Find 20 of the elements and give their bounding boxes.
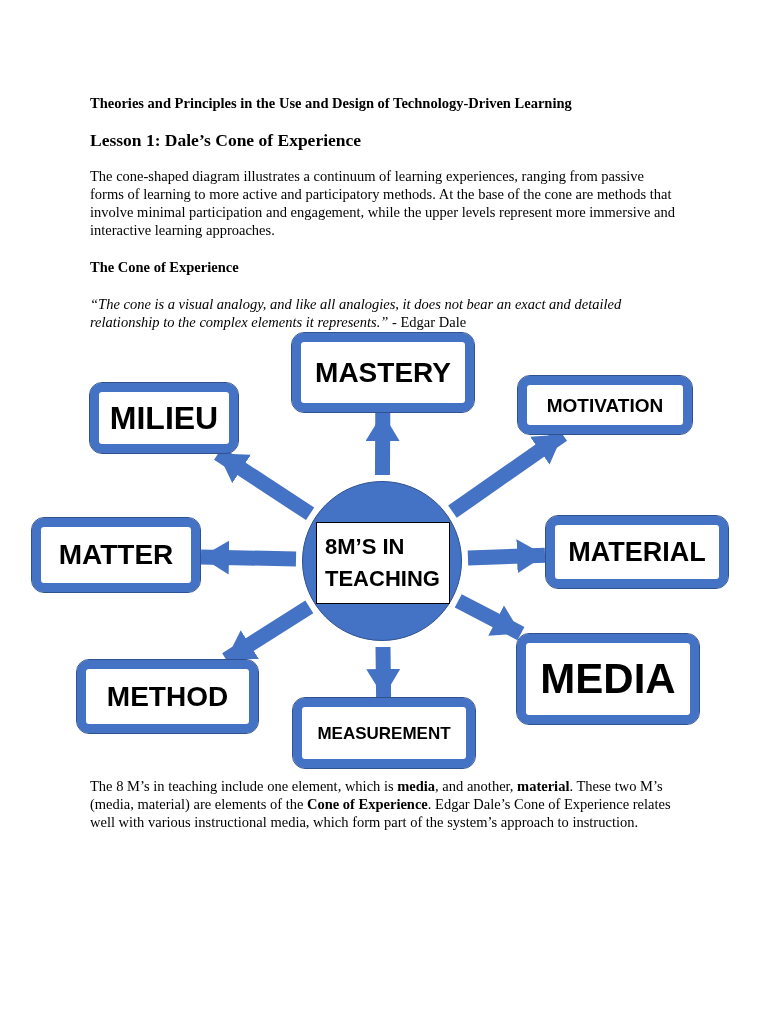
block-arrow <box>200 540 297 575</box>
concept-box: METHOD <box>77 660 258 733</box>
lesson-title: Lesson 1: Dale’s Cone of Experience <box>90 128 363 152</box>
concept-box: MATERIAL <box>546 516 728 588</box>
concept-box: MILIEU <box>90 383 238 453</box>
closing-paragraph: The 8 M’s in teaching include one element, which is media, and another, material. These two M’s (media, material) are elements of the Cone of Experience. Edgar Dale’s Cone of Experience relates well with various instructional media, which form part of the system’s approach to instruction. <box>90 777 672 831</box>
block-arrow <box>467 539 546 574</box>
quote-paragraph: “The cone is a visual analogy, and like all analogies, it does not bear an exact and detailed relationship to the complex elements it represents.” - Edgar Dale <box>90 294 623 331</box>
block-arrow <box>454 594 525 641</box>
block-arrow <box>366 646 401 698</box>
concept-box: MEASUREMENT <box>293 698 475 768</box>
center-label-box: 8M’S IN TEACHING <box>316 522 450 604</box>
intro-paragraph: The cone-shaped diagram illustrates a continuum of learning experiences, ranging from passive forms of learning to more active and participatory methods. At the base of the cone are methods that involve minimal participation and engagement, while the upper levels represent more immersive and interactive learning approaches. <box>90 167 677 239</box>
concept-box: MEDIA <box>517 634 699 724</box>
concept-box: MOTIVATION <box>518 376 692 434</box>
document-heading: Theories and Principles in the Use and Design of Technology-Driven Learning <box>90 94 573 113</box>
block-arrow <box>365 412 400 476</box>
concept-box: MATTER <box>32 518 200 592</box>
section-heading: The Cone of Experience <box>90 258 240 277</box>
concept-box: MASTERY <box>292 333 474 412</box>
